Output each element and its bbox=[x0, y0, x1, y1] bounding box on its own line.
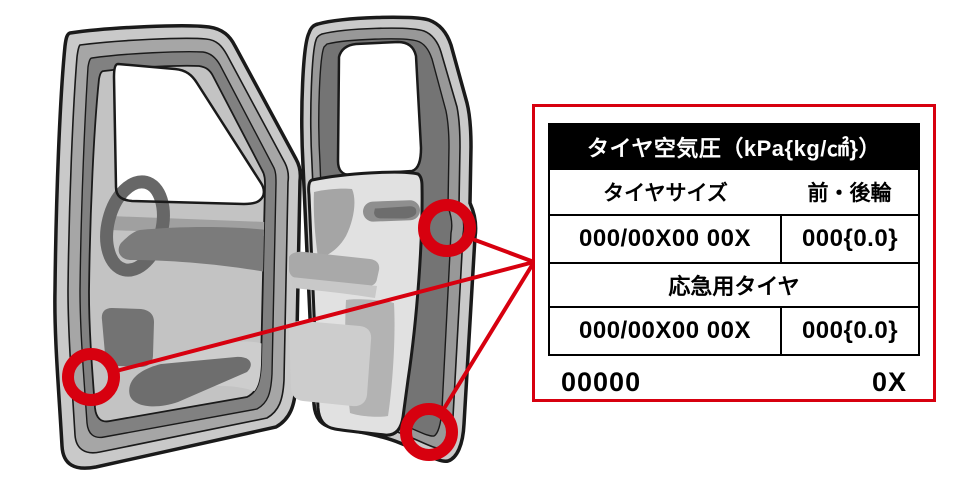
label-code-right: 0X bbox=[871, 366, 907, 397]
callout-lines bbox=[118, 238, 536, 409]
seat-cushion bbox=[101, 308, 154, 367]
tire-pressure-table: タイヤ空気圧（kPa{kg/㎠}） タイヤサイズ 前・後輪 000/00X00 … bbox=[548, 123, 920, 356]
armrest-front bbox=[291, 277, 377, 298]
label-code-left: 00000 bbox=[561, 366, 642, 397]
location-marker-circle bbox=[62, 348, 120, 406]
spare-tire-pressure: 000{0.0} bbox=[780, 306, 920, 356]
callout-line bbox=[443, 260, 536, 409]
panel-corner-trim bbox=[313, 188, 355, 258]
standard-tire-size: 000/00X00 00X bbox=[548, 214, 782, 264]
location-marker-circle bbox=[400, 403, 458, 461]
armrest-top bbox=[289, 251, 380, 287]
front-door-window bbox=[114, 64, 264, 204]
col-header-wheels: 前・後輪 bbox=[781, 168, 920, 216]
spare-tire-size: 000/00X00 00X bbox=[548, 306, 782, 356]
spare-tire-header: 応急用タイヤ bbox=[548, 262, 920, 308]
table-title: タイヤ空気圧（kPa{kg/㎠}） bbox=[548, 123, 920, 170]
front-door-illustration bbox=[53, 24, 303, 470]
pressure-label-panel: タイヤ空気圧（kPa{kg/㎠}） タイヤサイズ 前・後輪 000/00X00 … bbox=[532, 104, 936, 402]
front-door-window-frame bbox=[112, 62, 266, 206]
label-code-row: 00000 0X bbox=[535, 365, 933, 399]
door-handle-icon bbox=[363, 200, 420, 222]
location-marker-circle bbox=[418, 199, 476, 257]
rear-door-illustration bbox=[289, 15, 478, 463]
callout-line bbox=[473, 238, 536, 264]
dashboard-pad bbox=[118, 227, 265, 272]
col-header-tire-size: タイヤサイズ bbox=[548, 168, 781, 216]
location-markers bbox=[62, 199, 476, 461]
standard-tire-pressure: 000{0.0} bbox=[780, 214, 920, 264]
seat-shadow bbox=[129, 356, 251, 407]
rear-door-window bbox=[336, 40, 423, 177]
door-pocket-front bbox=[289, 320, 372, 407]
callout-line bbox=[118, 260, 536, 372]
cabin-interior-view bbox=[100, 175, 265, 407]
